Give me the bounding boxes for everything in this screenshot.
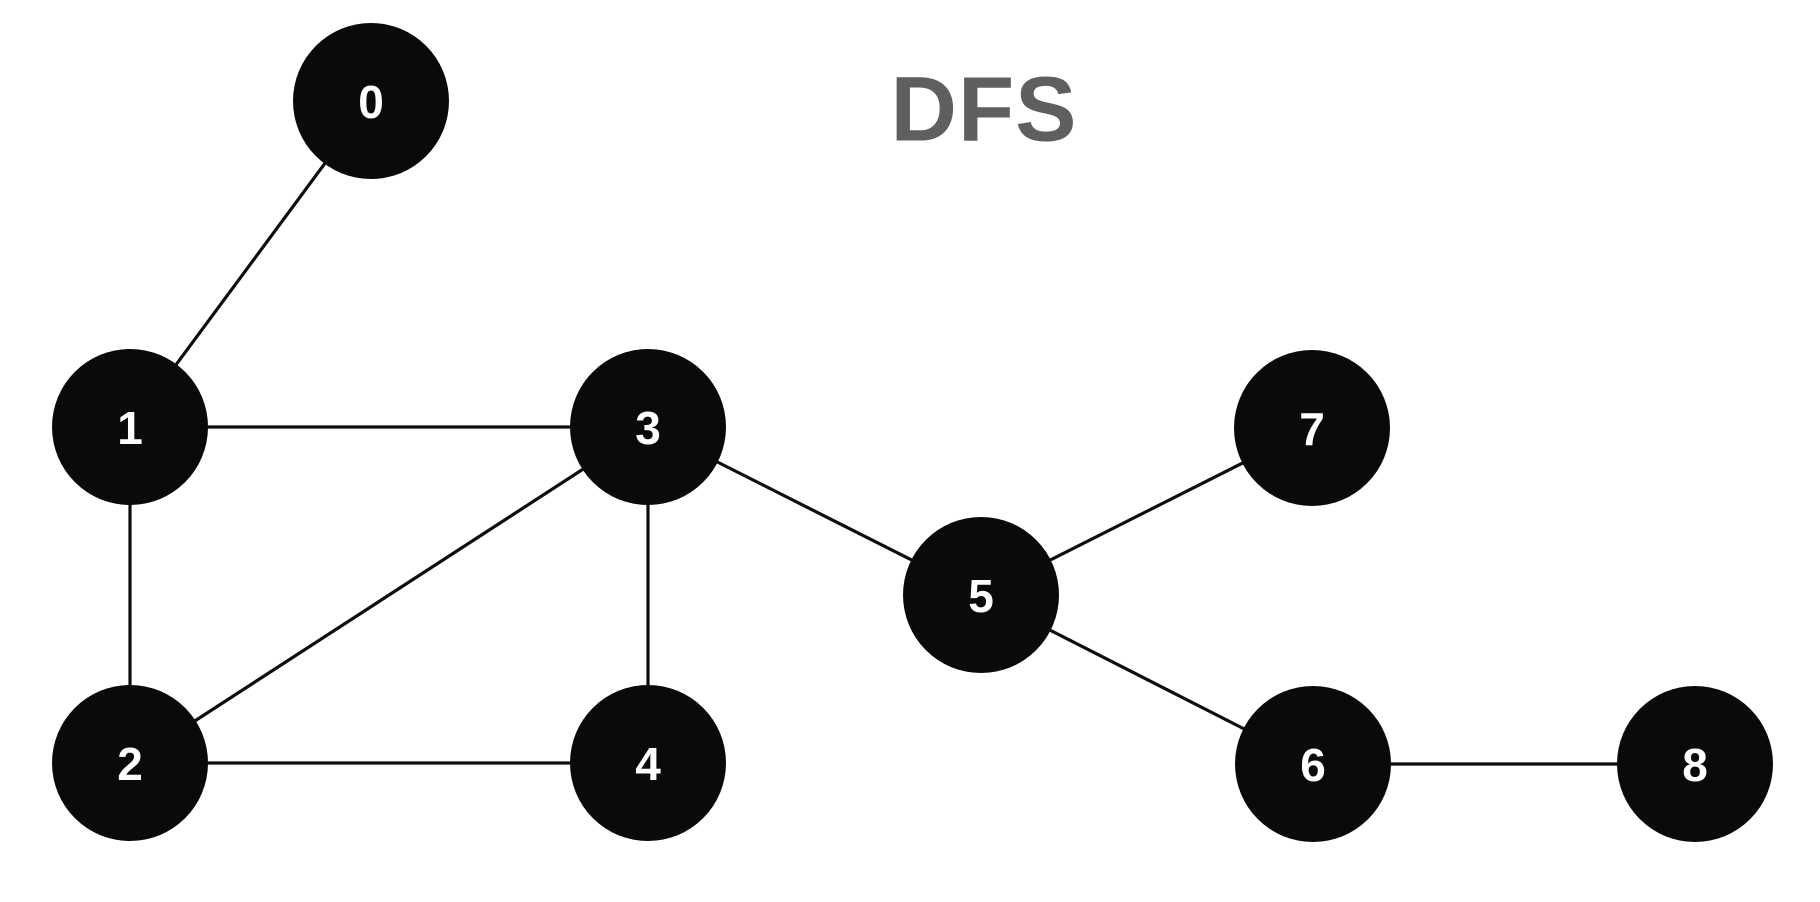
graph-node-6[interactable]: 6 bbox=[1235, 686, 1391, 842]
graph-node-1[interactable]: 1 bbox=[52, 349, 208, 505]
graph-node-circle-5[interactable] bbox=[903, 517, 1059, 673]
graph-node-circle-3[interactable] bbox=[570, 349, 726, 505]
graph-node-circle-0[interactable] bbox=[293, 23, 449, 179]
graph-node-circle-7[interactable] bbox=[1234, 350, 1390, 506]
graph-node-3[interactable]: 3 bbox=[570, 349, 726, 505]
graph-node-8[interactable]: 8 bbox=[1617, 686, 1773, 842]
page-title: DFS bbox=[891, 58, 1078, 160]
edge-layer bbox=[128, 100, 1695, 766]
graph-node-circle-6[interactable] bbox=[1235, 686, 1391, 842]
graph-node-2[interactable]: 2 bbox=[52, 685, 208, 841]
graph-node-4[interactable]: 4 bbox=[570, 685, 726, 841]
graph-node-0[interactable]: 0 bbox=[293, 23, 449, 179]
graph-node-circle-1[interactable] bbox=[52, 349, 208, 505]
graph-edge-2-3 bbox=[129, 425, 649, 765]
graph-node-7[interactable]: 7 bbox=[1234, 350, 1390, 506]
graph-node-5[interactable]: 5 bbox=[903, 517, 1059, 673]
graph-node-circle-4[interactable] bbox=[570, 685, 726, 841]
graph-node-circle-2[interactable] bbox=[52, 685, 208, 841]
graph-node-circle-8[interactable] bbox=[1617, 686, 1773, 842]
